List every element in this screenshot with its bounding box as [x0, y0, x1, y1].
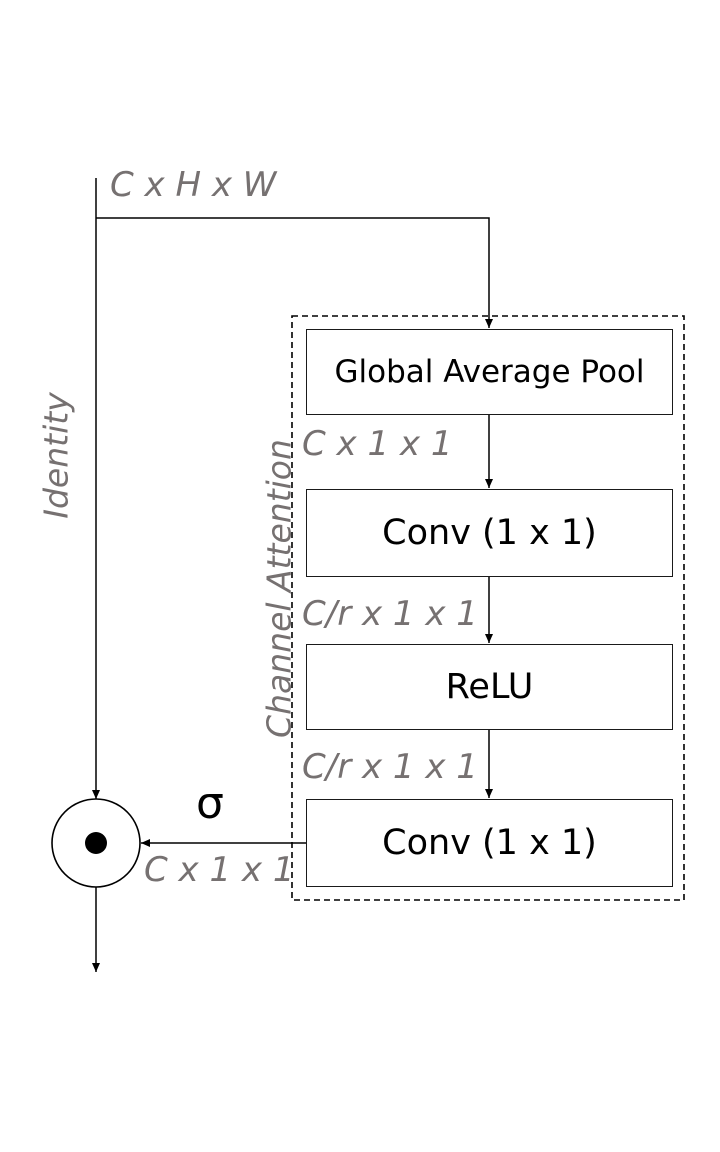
global-average-pool-label: Global Average Pool	[334, 354, 645, 390]
multiply-dot-icon	[85, 832, 107, 854]
conv2-output-dims-label: C x 1 x 1	[144, 850, 295, 890]
sigmoid-symbol: σ	[196, 778, 224, 829]
relu-label: ReLU	[445, 667, 534, 707]
global-average-pool-block: Global Average Pool	[306, 329, 673, 415]
gap-output-dims-label: C x 1 x 1	[302, 424, 453, 464]
conv2-block: Conv (1 x 1)	[306, 799, 673, 887]
conv1-output-dims-label: C/r x 1 x 1	[302, 594, 478, 634]
conv1-block: Conv (1 x 1)	[306, 489, 673, 577]
input-dims-label: C x H x W	[110, 165, 277, 205]
relu-block: ReLU	[306, 644, 673, 730]
conv1-label: Conv (1 x 1)	[382, 513, 597, 553]
identity-label: Identity	[36, 392, 76, 519]
relu-output-dims-label: C/r x 1 x 1	[302, 747, 478, 787]
channel-attention-container	[291, 315, 685, 901]
branch-line	[96, 217, 493, 328]
conv2-label: Conv (1 x 1)	[382, 823, 597, 863]
channel-attention-label: Channel Attention	[259, 439, 299, 738]
